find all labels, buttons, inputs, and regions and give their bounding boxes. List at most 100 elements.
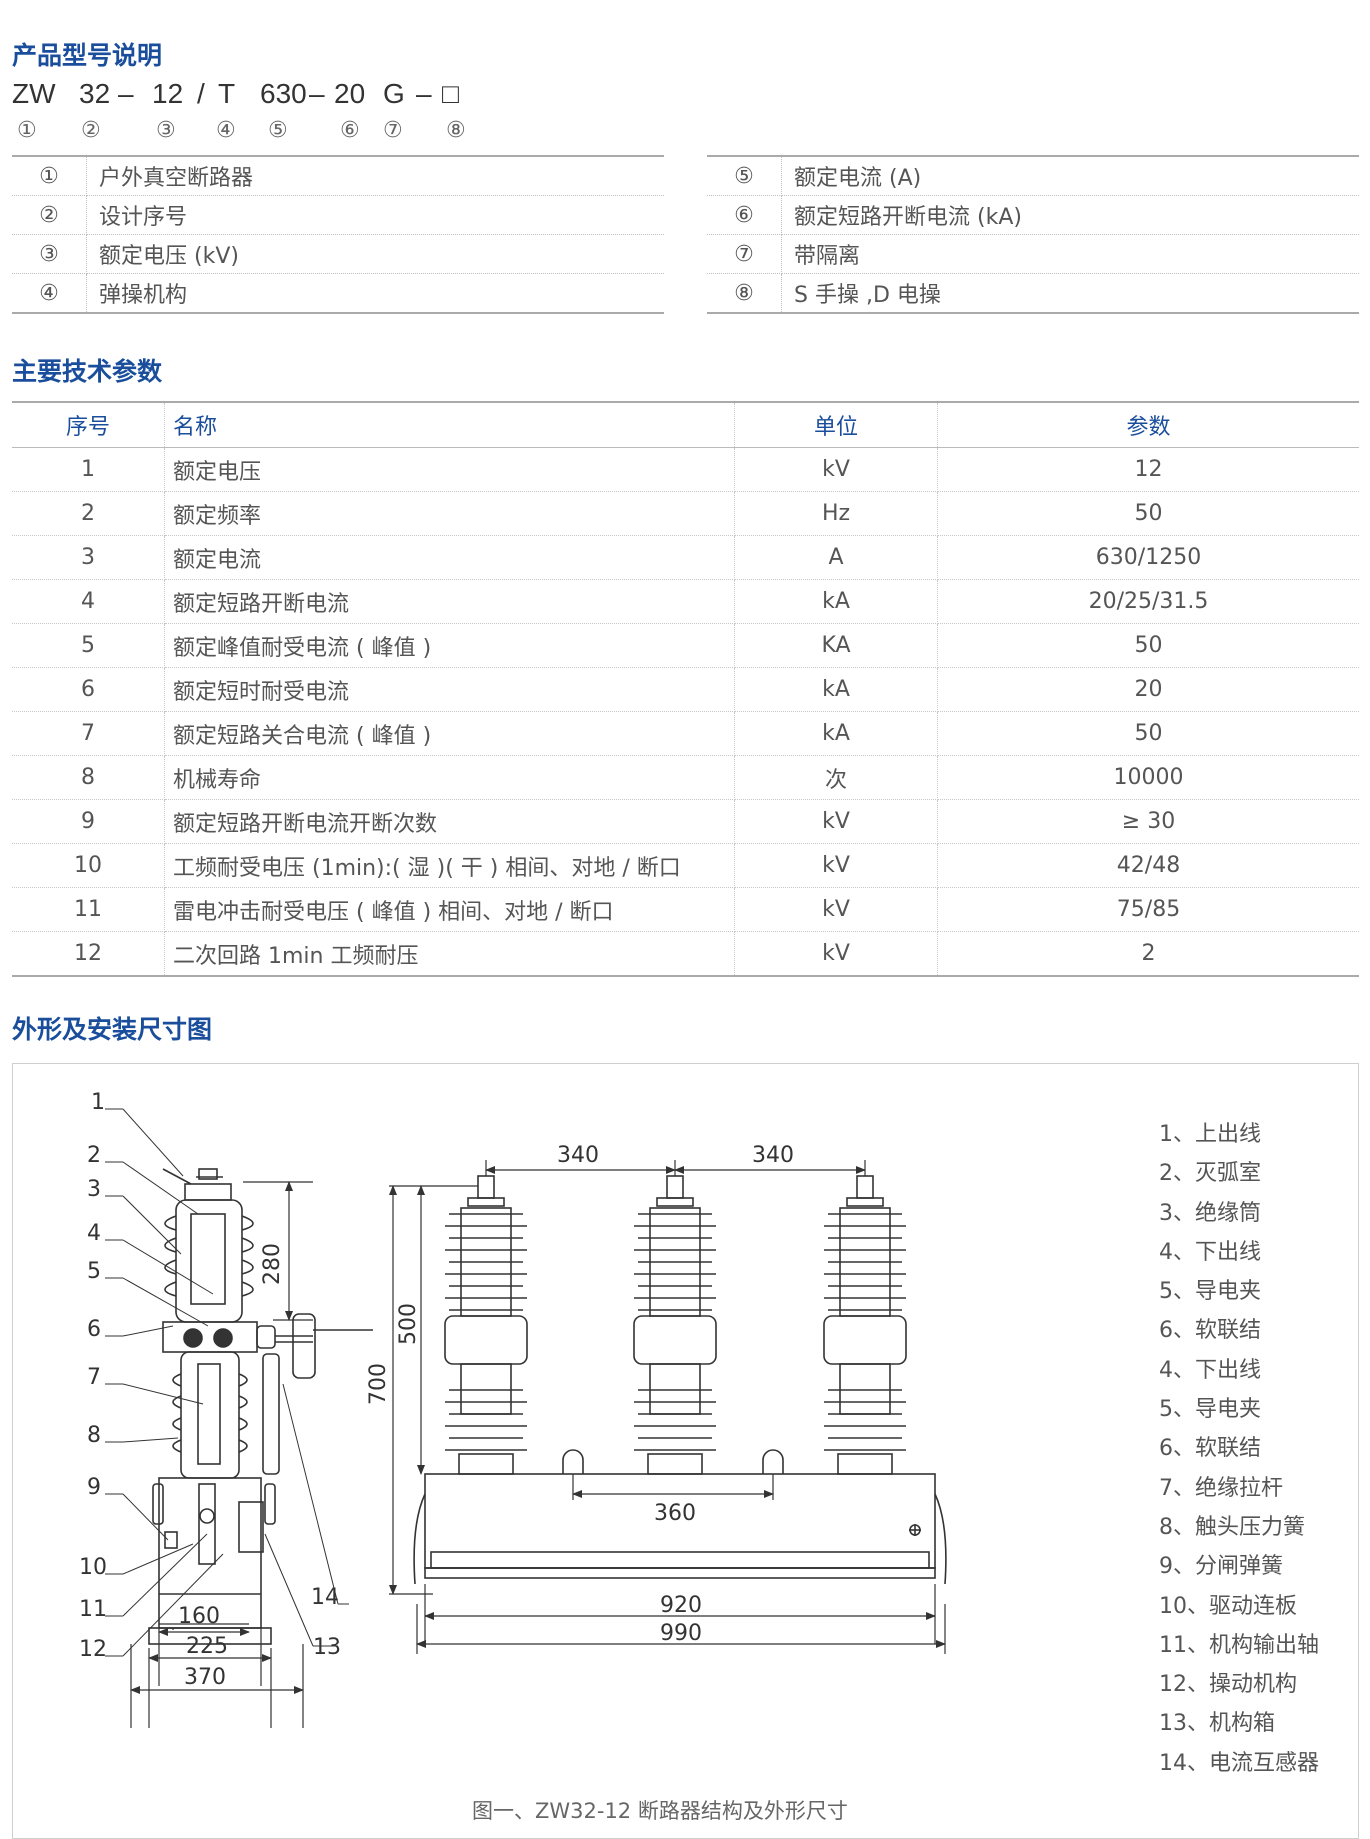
dim-280: 280: [260, 1243, 285, 1285]
definition-text: 户外真空断路器: [86, 156, 664, 196]
model-part: 32: [79, 78, 111, 109]
row-index: 5: [12, 623, 165, 668]
legend-item: 3、绝缘筒: [1159, 1200, 1261, 1226]
row-index: 7: [12, 711, 165, 756]
legend-item: 12、操动机构: [1159, 1672, 1297, 1698]
legend-item: 4、下出线: [1159, 1239, 1261, 1265]
row-name: 额定短路开断电流开断次数: [164, 799, 735, 844]
model-part: –: [416, 78, 432, 109]
row-name: 机械寿命: [164, 755, 735, 800]
definition-number: ③: [12, 234, 87, 274]
row-unit: kV: [734, 887, 938, 932]
pole-left: [444, 1175, 528, 1475]
circled-number: ⑦: [383, 118, 403, 143]
row-value: 75/85: [937, 887, 1359, 932]
row-index: 2: [12, 491, 165, 536]
row-index: 10: [12, 843, 165, 888]
row-unit: kV: [734, 799, 938, 844]
dim-500: 500: [396, 1303, 421, 1345]
row-name: 额定电流: [164, 535, 735, 580]
row-index: 1: [12, 447, 165, 492]
model-section-title: 产品型号说明: [12, 41, 163, 70]
dim-360: 360: [654, 1501, 696, 1526]
definition-text: 额定短路开断电流 (kA): [781, 195, 1359, 235]
legend-item: 8、触头压力簧: [1159, 1514, 1305, 1540]
model-part: T: [218, 78, 236, 109]
row-index: 9: [12, 799, 165, 844]
definition-text: 带隔离: [781, 234, 1359, 274]
legend-item: 6、软联结: [1159, 1436, 1261, 1462]
row-value: 10000: [937, 755, 1359, 800]
row-name: 工频耐受电压 (1min):( 湿 )( 干 ) 相间、对地 / 断口: [164, 843, 735, 888]
side-label-6: 6: [87, 1317, 101, 1342]
side-label-5: 5: [87, 1259, 101, 1284]
row-name: 二次回路 1min 工频耐压: [164, 931, 735, 977]
legend-item: 13、机构箱: [1159, 1711, 1275, 1737]
definition-text: 弹操机构: [86, 273, 664, 314]
model-part: /: [197, 78, 205, 109]
front-view-dim-text: 340 340 500 700 360 920 990: [366, 1143, 794, 1646]
legend-item: 4、下出线: [1159, 1357, 1261, 1383]
legend-item: 1、上出线: [1159, 1122, 1261, 1147]
dimension-drawing: 1 2 3 4 5 6 7 8 9 10 11 12 13 14: [79, 1090, 947, 1728]
side-label-4: 4: [87, 1221, 101, 1246]
row-value: 20: [937, 667, 1359, 712]
side-view-labels: 1 2 3 4 5 6 7 8 9 10 11 12 13 14: [79, 1090, 349, 1662]
model-part: –: [118, 78, 134, 109]
row-value: 2: [937, 931, 1359, 977]
side-label-7: 7: [87, 1365, 101, 1390]
row-index: 12: [12, 931, 165, 977]
model-part: □: [442, 78, 459, 109]
circled-number: ③: [156, 118, 176, 143]
spec-section-title: 主要技术参数: [12, 357, 163, 386]
dim-340-right: 340: [752, 1143, 794, 1168]
definition-number: ⑦: [707, 234, 782, 274]
definition-text: 额定电流 (A): [781, 156, 1359, 196]
dim-225: 225: [186, 1634, 228, 1659]
definition-number: ⑧: [707, 273, 782, 314]
row-unit: kA: [734, 667, 938, 712]
side-label-9: 9: [87, 1475, 101, 1500]
dim-340-left: 340: [557, 1143, 599, 1168]
row-unit: KA: [734, 623, 938, 668]
legend-item: 14、电流互感器: [1159, 1750, 1319, 1776]
row-index: 11: [12, 887, 165, 932]
circled-number: ⑤: [268, 118, 288, 143]
row-value: 50: [937, 491, 1359, 536]
row-value: 12: [937, 447, 1359, 492]
spec-header-row: 序号 名称 单位 参数: [12, 402, 1359, 448]
row-value: ≥ 30: [937, 799, 1359, 844]
circled-number: ⑧: [446, 118, 466, 143]
side-label-2: 2: [87, 1143, 101, 1168]
row-value: 20/25/31.5: [937, 579, 1359, 624]
circled-number: ④: [216, 118, 236, 143]
side-label-3: 3: [87, 1177, 101, 1202]
row-unit: kA: [734, 711, 938, 756]
side-label-14: 14: [311, 1585, 339, 1610]
row-unit: A: [734, 535, 938, 580]
side-view-dimensions: [130, 1181, 313, 1728]
definition-number: ⑥: [707, 195, 782, 235]
model-part: G: [383, 78, 405, 109]
row-index: 3: [12, 535, 165, 580]
definition-number: ④: [12, 273, 87, 314]
legend-item: 7、绝缘拉杆: [1159, 1475, 1283, 1501]
header-value: 参数: [937, 402, 1359, 448]
legend-item: 2、灭弧室: [1159, 1161, 1261, 1187]
row-unit: kA: [734, 579, 938, 624]
header-name: 名称: [164, 402, 735, 448]
row-name: 额定峰值耐受电流 ( 峰值 ): [164, 623, 735, 668]
